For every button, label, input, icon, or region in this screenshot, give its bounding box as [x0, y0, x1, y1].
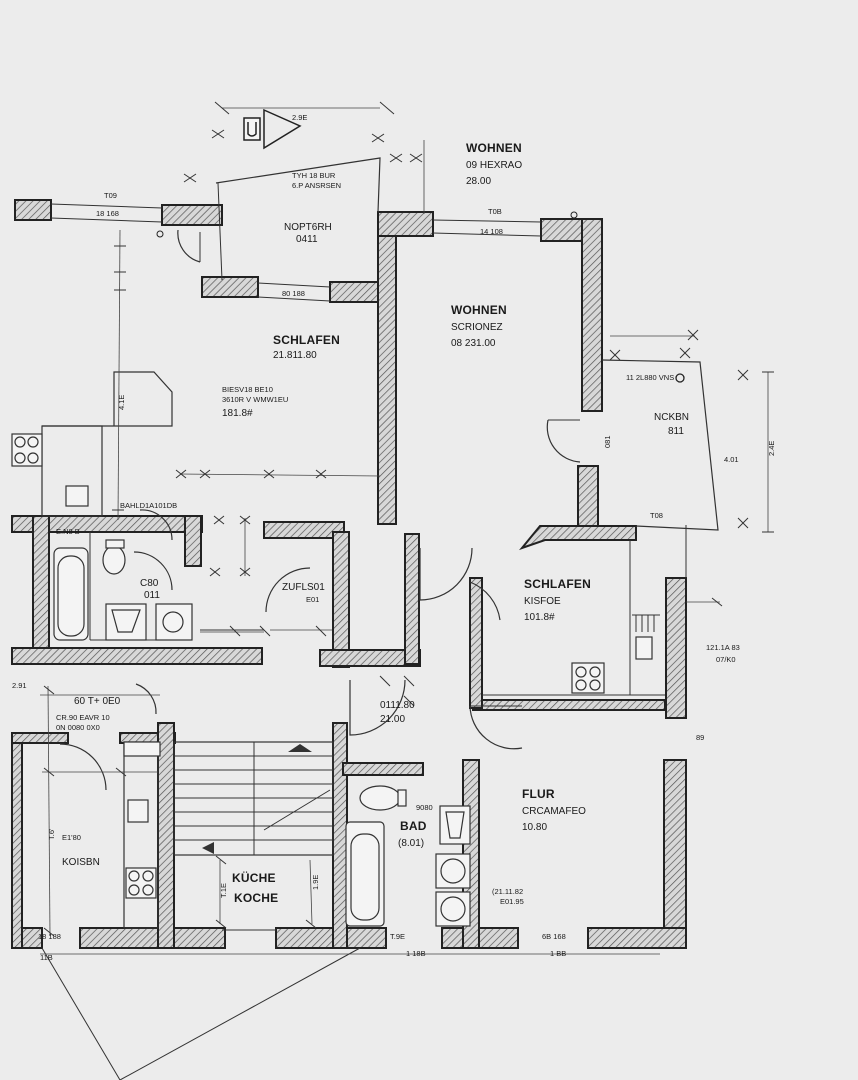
schlafen-big-title: SCHLAFEN: [273, 333, 340, 347]
zuflsol-line2: E01: [306, 595, 319, 604]
kueche-title2: KOCHE: [234, 891, 278, 905]
kitchen-left-note: BAHLD1A101DB: [120, 501, 177, 510]
staircase: [173, 741, 334, 856]
corridor-line1: 0111.80: [380, 700, 415, 711]
left-room-line2: CR.90 EAVR 10: [56, 713, 110, 722]
dim-side-2: 2.91: [12, 681, 27, 690]
dim-balcony-top: 2.9E: [292, 113, 307, 122]
dim-bottom-1: 18 188: [38, 932, 61, 941]
wohnen-mid-line1: SCRIONEZ: [451, 322, 503, 333]
dim-vert-2: T.1E: [219, 883, 228, 898]
left-room-line1: 60 T+ 0E0: [74, 696, 121, 707]
dim-top-mid-2: 14 108: [480, 227, 503, 236]
schlafen-right-line2: 101.8#: [524, 612, 555, 623]
schlafen-big-line3: 3610R V WMW1EU: [222, 395, 288, 404]
bad-line1: (8.01): [398, 838, 424, 849]
right-balcony-line3: 811: [668, 426, 684, 437]
top-balcony-line4: 0411: [296, 234, 318, 245]
kueche-title1: KÜCHE: [232, 870, 276, 885]
bad-line2: 9080: [416, 803, 433, 812]
left-room-line4: KOISBN: [62, 857, 100, 868]
dim-bottom-5: 6B 168: [542, 932, 566, 941]
wohnen-mid-line2: 08 231.00: [451, 338, 496, 349]
top-wohnen-line2: 28.00: [466, 176, 491, 187]
door-swings: [59, 229, 581, 791]
schlafen-right-title: SCHLAFEN: [524, 577, 591, 591]
bath-left-line1: E.N8 B: [56, 527, 80, 536]
flur-line4: E01.95: [500, 897, 524, 906]
dim-top-left-1: T09: [104, 191, 117, 200]
dim-top-left-2: 18 168: [96, 209, 119, 218]
dim-side-1: 11B: [40, 953, 53, 962]
walls: [11, 199, 687, 949]
zuflsol-line1: ZUFLS01: [282, 582, 325, 593]
bath-left-line3: 011: [144, 590, 160, 601]
dim-top-mid-1: T0B: [488, 207, 502, 216]
schlafen-big-line1: 21.811.80: [273, 350, 317, 361]
top-balcony-line1: TYH 18 BUR: [292, 171, 336, 180]
outlines: [41, 157, 719, 1080]
dim-right-v: 2.4E: [767, 441, 776, 456]
stair-arrow-icon: [288, 744, 312, 752]
dim-vert-1: 4.1E: [117, 395, 126, 410]
flur-line1: CRCAMAFEO: [522, 806, 586, 817]
top-wohnen-line1: 09 HEXRAO: [466, 160, 522, 171]
right-balcony-line1: 11 2L880 VNS: [626, 373, 674, 382]
dim-hall-1: T.6': [47, 828, 56, 840]
dim-bottom-4: 1 BB: [550, 949, 566, 958]
dim-vert-3: 1.9E: [311, 875, 320, 890]
dim-right-v2: T08: [650, 511, 663, 520]
dim-mid-1: 80 188: [282, 289, 305, 298]
wohnen-mid-title: WOHNEN: [451, 303, 507, 317]
left-room-line3: 0N 0080 0X0: [56, 723, 100, 732]
dim-far-right-1: 89: [696, 733, 704, 742]
dimension-labels: T09 18 168 T0B 14 108 80 188 18 188 T.9E…: [12, 113, 776, 962]
flur-line3: (21.11.82: [492, 887, 523, 896]
schlafen-big-line2: BIESV18 BE10: [222, 385, 273, 394]
side-note-line2: 07/K0: [716, 655, 736, 664]
top-balcony-line2: 6.P ANSRSEN: [292, 181, 341, 190]
flur-title: FLUR: [522, 787, 555, 801]
dim-bottom-2: T.9E: [390, 932, 405, 941]
side-note-line1: 121.1A 83: [706, 643, 740, 652]
bath-left-line2: C80: [140, 578, 159, 589]
flur-line2: 10.80: [522, 822, 547, 833]
north-arrow-icon: [243, 108, 302, 150]
dim-far-right-2: 081: [603, 435, 612, 448]
schlafen-right-line1: KISFOE: [524, 596, 561, 607]
schlafen-big-line4: 181.8#: [222, 408, 253, 419]
corridor-line2: 21.00: [380, 714, 405, 725]
fixtures: [11, 433, 660, 927]
room-labels: WOHNEN 09 HEXRAO 28.00 TYH 18 BUR 6.P AN…: [56, 141, 740, 906]
dimension-lines: [40, 101, 774, 955]
top-wohnen-title: WOHNEN: [466, 141, 522, 155]
dim-hall-2: 4.01: [724, 455, 739, 464]
bad-title: BAD: [400, 819, 427, 833]
top-balcony-line3: NOPT6RH: [284, 222, 332, 233]
left-room-line5: E1'80: [62, 833, 81, 842]
right-balcony-line2: NCKBN: [654, 412, 689, 423]
dim-bottom-3: 1 18B: [406, 949, 426, 958]
